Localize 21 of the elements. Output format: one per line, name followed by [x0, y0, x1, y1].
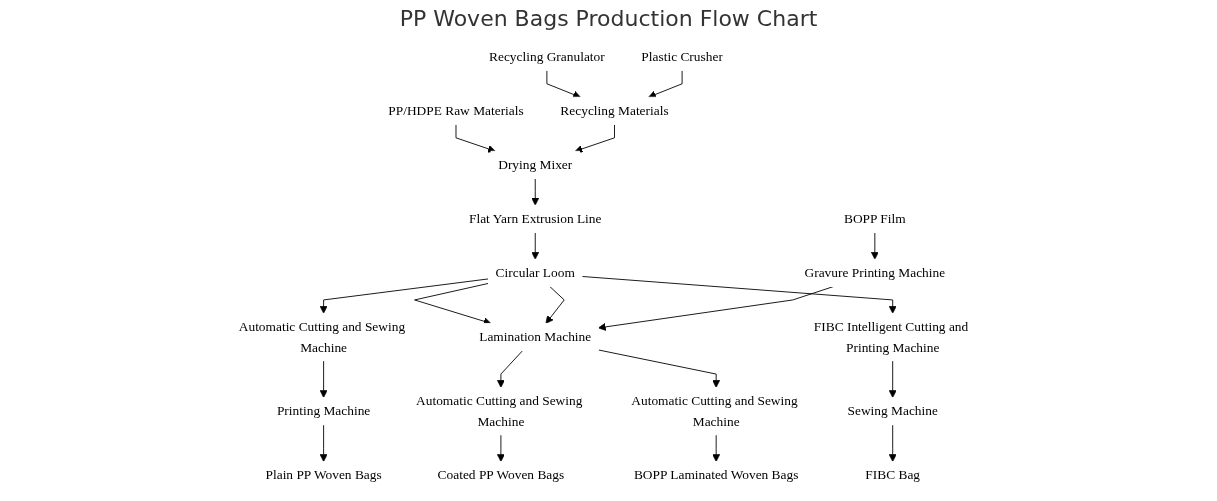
node-text: Plastic Crusher — [641, 49, 724, 64]
node-text: Plain PP Woven Bags — [265, 467, 383, 483]
node-text: Lamination Machine — [479, 329, 592, 344]
node-text: Recycling Materials — [560, 103, 669, 118]
node-text: Coated PP Woven Bags — [437, 467, 565, 483]
node-text: Flat Yarn Extrusion Line — [469, 211, 602, 226]
node-text: Sewing Machine — [847, 403, 939, 419]
node-text: Automatic Cutting and Sewing Machine — [239, 319, 406, 354]
node-text: Drying Mixer — [498, 157, 573, 172]
chart-title: PP Woven Bags Production Flow Chart — [398, 6, 819, 33]
node-text: Circular Loom — [495, 265, 576, 280]
node-text: Printing Machine — [277, 403, 371, 419]
node-text: Gravure Printing Machine — [804, 265, 946, 280]
node-text: Automatic Cutting and Sewing Machine — [631, 393, 798, 429]
node-text: FIBC Bag — [865, 467, 921, 483]
node-text: FIBC Intelligent Cutting and Printing Machine — [814, 319, 969, 354]
node-text: Automatic Cutting and Sewing Machine — [416, 393, 583, 429]
node-text: Recycling Granulator — [489, 49, 606, 64]
node-text: PP/HDPE Raw Materials — [388, 103, 525, 118]
node-text: BOPP Film — [844, 211, 907, 226]
node-text: BOPP Laminated Woven Bags — [634, 467, 799, 483]
